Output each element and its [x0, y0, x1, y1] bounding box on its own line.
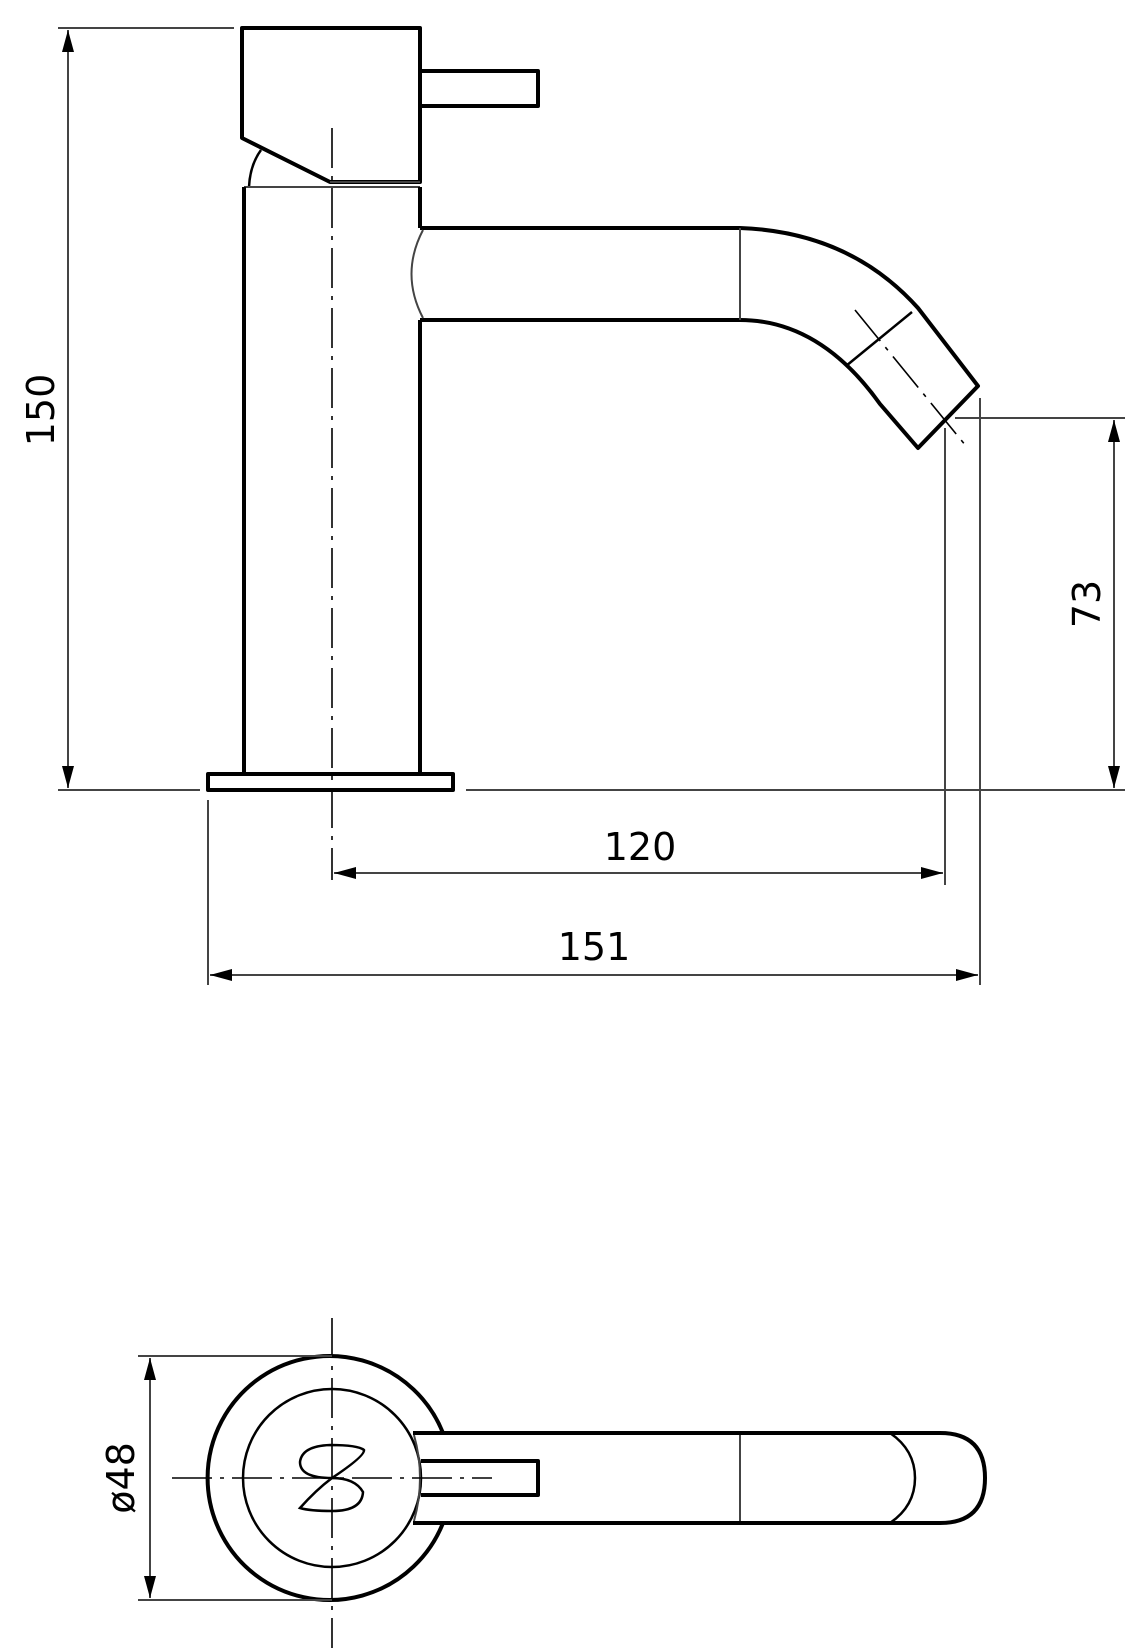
top-plan-view: ø48 [99, 1318, 987, 1648]
spout-plan [413, 1431, 987, 1525]
dim-120-label: 120 [604, 825, 677, 869]
dim-151-label: 151 [558, 925, 631, 969]
dimension-spout-height: 73 [955, 417, 1125, 788]
handle-body [240, 26, 422, 184]
spout-centerline [854, 309, 967, 447]
spout-joint [410, 229, 424, 319]
tap-body [242, 187, 422, 763]
dimension-total-height: 150 [19, 27, 234, 788]
base-plate [206, 772, 455, 792]
side-elevation-view: 150 73 120 151 [19, 26, 1125, 985]
aerator-plan-arc [889, 1431, 917, 1525]
dim-73-label: 73 [1065, 580, 1109, 628]
spout [420, 226, 980, 450]
dimension-base-diameter: ø48 [99, 1355, 332, 1601]
lever-plan [421, 1459, 540, 1497]
lever-stick [420, 69, 540, 108]
handle-joint-arc [247, 149, 263, 188]
dim-150-label: 150 [19, 374, 63, 447]
dim-diameter-label: ø48 [99, 1442, 143, 1514]
dimension-total-length: 151 [210, 925, 978, 981]
dimension-spout-reach: 120 [334, 825, 943, 879]
